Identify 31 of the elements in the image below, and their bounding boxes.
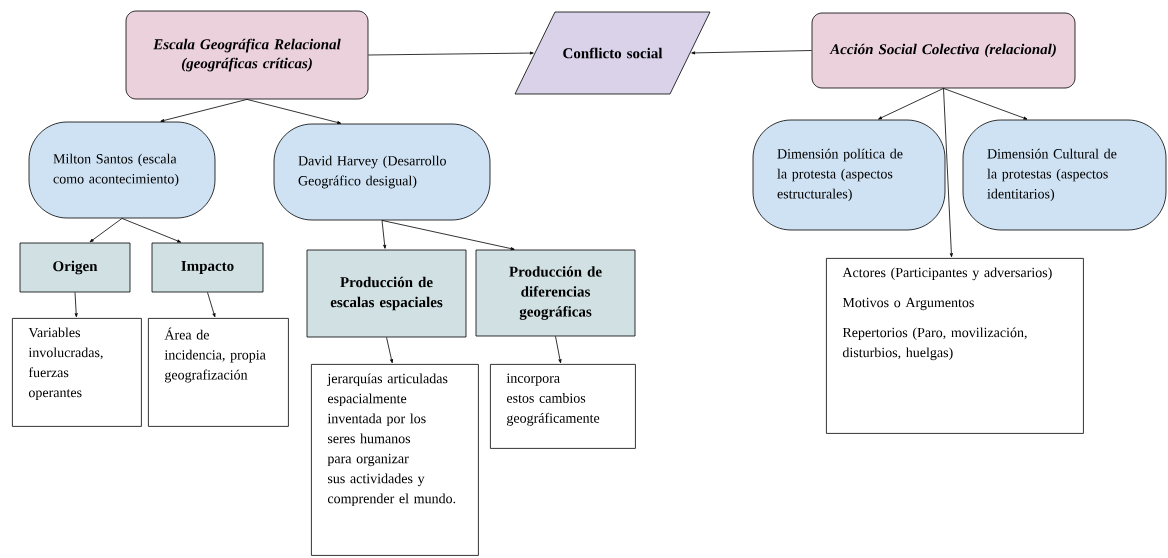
heading-box: Origen bbox=[19, 242, 131, 293]
heading-box: Producción de diferencias geográficas bbox=[475, 249, 636, 337]
arrow bbox=[74, 292, 78, 318]
rounded-box: Dimensión política de la protesta (aspectos estructurales) bbox=[752, 119, 946, 231]
arrow bbox=[943, 88, 1028, 120]
rounded-box: Dimensión Cultural de la protestas (aspectos identitarios) bbox=[962, 119, 1167, 231]
arrow bbox=[207, 292, 216, 318]
heading-box: Impacto bbox=[151, 242, 264, 293]
arrow bbox=[943, 88, 953, 258]
arrow bbox=[246, 99, 342, 124]
rounded-box: David Harvey (Desarrollo Geográfico desigual) bbox=[273, 123, 491, 221]
text-box: Variables involucradas, fuerzas operantes bbox=[12, 318, 142, 427]
text-box: jerarquías articuladas espacialmente inventada por los seres humanos para organizar sus actividades y comprender el mundo. bbox=[311, 364, 479, 556]
arrow bbox=[160, 99, 248, 122]
arrow bbox=[878, 88, 944, 120]
arrow bbox=[555, 336, 562, 364]
rounded-box: Milton Santos (escala como acontecimiento) bbox=[28, 121, 216, 219]
text-box: Área de incidencia, propia geografización bbox=[148, 318, 289, 427]
parallelogram: Conflicto social bbox=[514, 11, 711, 95]
arrow bbox=[381, 220, 387, 249]
arrow bbox=[368, 51, 534, 56]
arrow bbox=[691, 50, 812, 55]
arrow bbox=[121, 218, 182, 243]
arrow bbox=[89, 218, 123, 243]
arrow bbox=[386, 337, 393, 364]
text-box: Actores (Participantes y adversarios) Motivos o Argumentos Repertorios (Paro, movilización, disturbios, huelgas) bbox=[826, 258, 1084, 434]
heading-box: Producción de escalas espaciales bbox=[306, 249, 467, 338]
title-box: Acción Social Colectiva (relacional) bbox=[811, 12, 1076, 89]
arrow bbox=[381, 220, 515, 251]
title-box: Escala Geográfica Relacional (geográficas críticas) bbox=[125, 10, 369, 100]
text-box: incorpora estos cambios geográficamente bbox=[490, 364, 636, 449]
